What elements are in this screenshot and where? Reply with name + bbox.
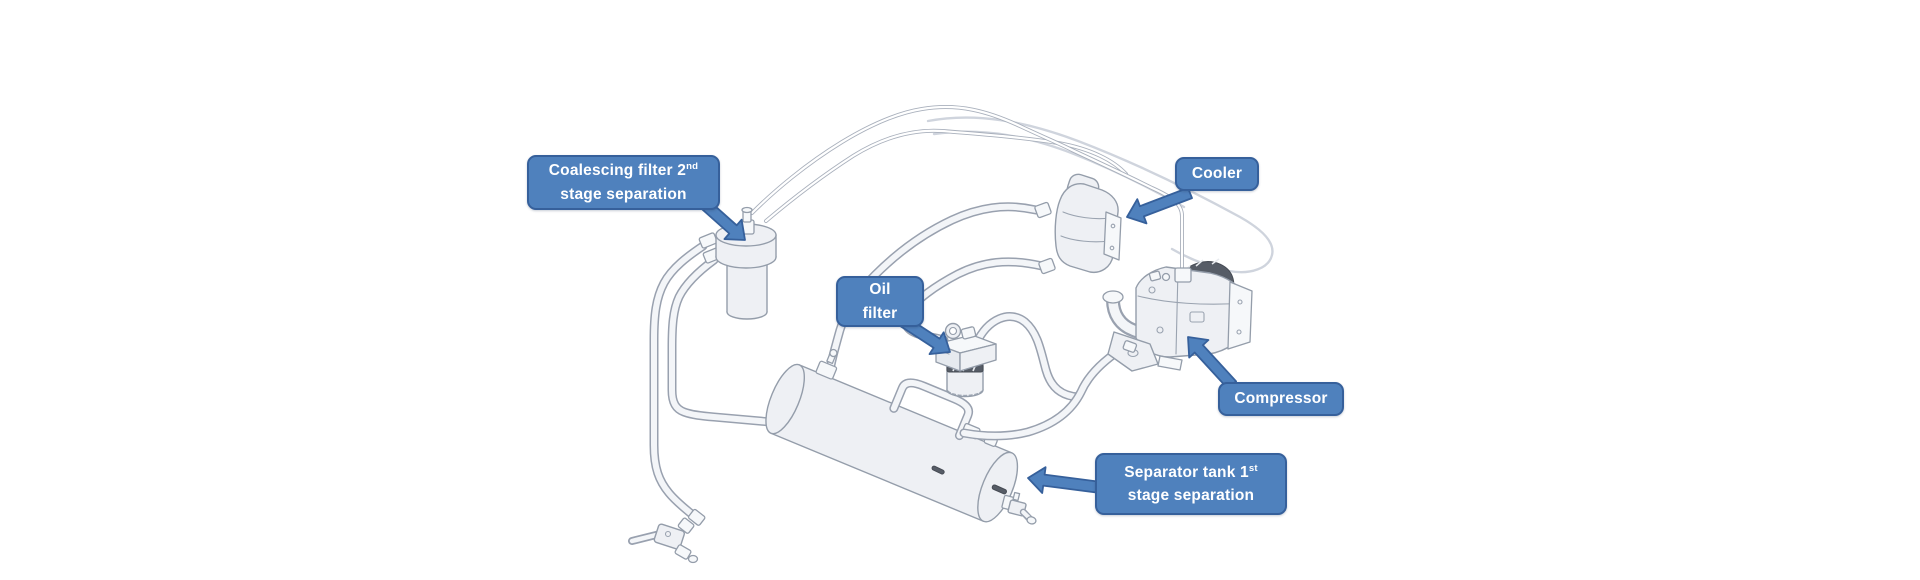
coalescing-filter-label: Coalescing filter 2nd stage separation [527, 155, 720, 210]
oil-filter-label: Oil filter [836, 276, 924, 327]
coalescing-filter-label-sup: nd [686, 161, 699, 173]
separator-tank-arrow [1027, 466, 1099, 494]
compressor-intake-elbow [1102, 290, 1154, 333]
oil-filter [935, 317, 1078, 397]
compressor-label-text: Compressor [1234, 390, 1328, 408]
cooler [1034, 173, 1122, 275]
separator-tank-label-line1: Separator tank 1 [1124, 463, 1249, 481]
compressor-label: Compressor [1218, 382, 1344, 416]
cooler-outlet-fitting [1038, 257, 1056, 275]
tank-body-slot [931, 465, 945, 475]
compressor-bracket-plate [1227, 281, 1253, 350]
cooler-label-text: Cooler [1191, 165, 1243, 183]
coalescing-filter-label-line1: Coalescing filter 2 [548, 162, 687, 180]
drain-ball-valve [632, 508, 706, 564]
tank-top-valve [815, 348, 838, 380]
separator-tank [765, 348, 1037, 525]
separator-tank-label-line2: stage separation [1127, 487, 1255, 504]
coalescing-filter [698, 206, 777, 320]
tank-cap-slot [991, 484, 1007, 495]
cooler-inlet-fitting [1034, 201, 1052, 219]
separator-tank-label: Separator tank 1st stage separation [1095, 453, 1287, 515]
tank-drain-valve [1001, 491, 1037, 525]
separator-tank-label-sup: st [1248, 462, 1258, 474]
cooler-arrow [1126, 186, 1193, 225]
oil-filter-label-line2: filter [862, 304, 898, 322]
compressor-top-fitting [1174, 267, 1192, 283]
cooler-label: Cooler [1175, 157, 1259, 191]
coalescing-filter-label-line2: stage separation [560, 185, 687, 203]
compressor [1102, 258, 1253, 372]
oil-filter-label-line1: Oil [869, 281, 891, 299]
